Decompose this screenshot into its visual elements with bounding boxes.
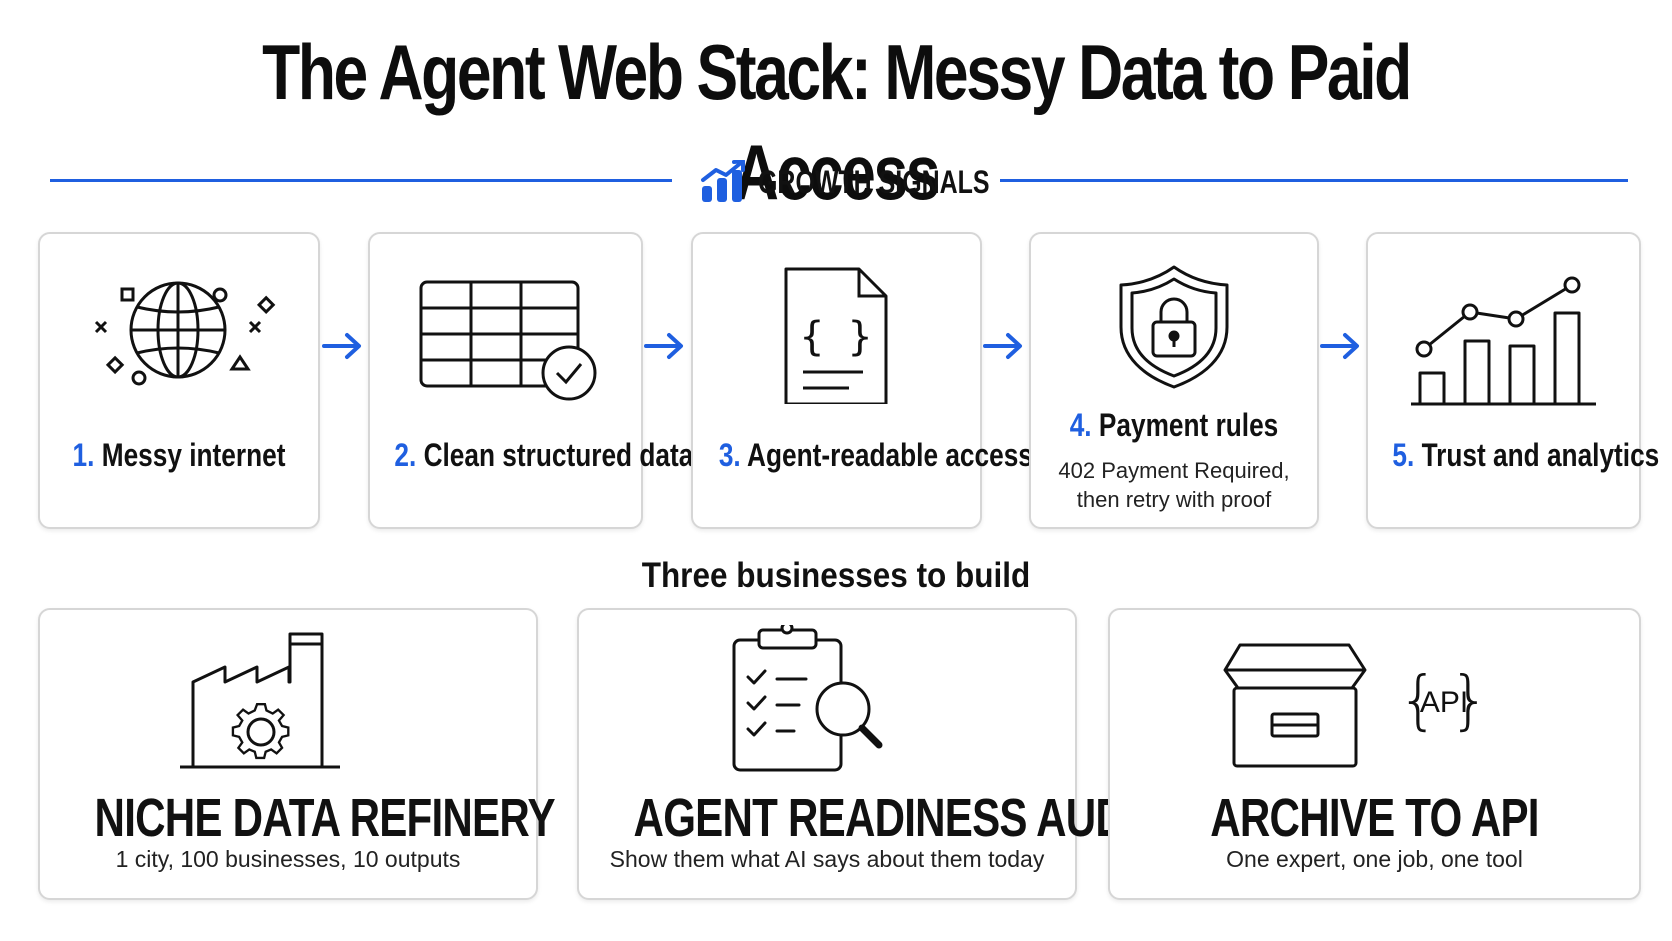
business-title-1: NICHE DATA REFINERY <box>94 788 556 848</box>
shield-lock-icon <box>1031 264 1317 389</box>
growth-signals-banner: GROWTH SIGNALS <box>700 160 1055 204</box>
step-label-2: 2. Clean structured data <box>394 437 694 473</box>
table-check-icon <box>370 274 641 404</box>
business-card-3: { } API ARCHIVE TO API One expert, one j… <box>1108 608 1641 900</box>
step-card-5: 5. Trust and analytics <box>1366 232 1660 529</box>
step-card-2: 2. Clean structured data <box>368 232 694 529</box>
business-title-3: ARCHIVE TO API <box>1210 788 1539 848</box>
step-label-3: 3. Agent-readable access <box>718 437 1033 473</box>
section-title: Three businesses to build <box>641 556 1031 595</box>
factory-gear-icon <box>40 622 536 772</box>
business-subtitle-3: One expert, one job, one tool <box>1226 846 1523 872</box>
code-document-icon: { } <box>693 264 980 404</box>
clipboard-search-icon <box>579 625 1075 775</box>
api-badge: { } API <box>1398 658 1498 746</box>
step-desc-4: 402 Payment Required, then retry with pr… <box>1058 458 1290 512</box>
page-title: The Agent Web Stack: Messy Data to Paid … <box>262 28 1412 216</box>
growth-signals-label: GROWTH SIGNALS <box>758 163 990 200</box>
globe-icon <box>40 264 318 394</box>
step-label-4: 4. Payment rules <box>1069 407 1279 443</box>
svg-text:{: { <box>1398 664 1439 738</box>
step-card-3: { } 3. Agent-readable access <box>691 232 1033 529</box>
bar-line-chart-icon <box>1368 269 1639 409</box>
arrow-right-icon <box>643 331 685 361</box>
archive-box-icon <box>1110 640 1639 770</box>
business-subtitle-2: Show them what AI says about them today <box>609 846 1045 872</box>
growth-chart-icon <box>700 160 748 204</box>
business-card-1: NICHE DATA REFINERY 1 city, 100 business… <box>38 608 556 900</box>
arrow-right-icon <box>982 331 1024 361</box>
svg-text:{ }: { } <box>800 314 872 360</box>
business-title-2: AGENT READINESS AUDIT <box>633 788 1162 848</box>
business-card-2: AGENT READINESS AUDIT Show them what AI … <box>577 608 1162 900</box>
arrow-right-icon <box>321 331 363 361</box>
api-badge-label: API <box>1419 686 1469 719</box>
step-label-5: 5. Trust and analytics <box>1392 437 1660 473</box>
business-subtitle-1: 1 city, 100 businesses, 10 outputs <box>115 846 461 872</box>
step-card-4: 4. Payment rules 402 Payment Required, t… <box>1029 232 1319 529</box>
step-card-1: 1. Messy internet <box>38 232 320 529</box>
divider-left <box>50 179 672 182</box>
svg-text:}: } <box>1449 664 1490 738</box>
arrow-right-icon <box>1319 331 1361 361</box>
step-label-1: 1. Messy internet <box>72 437 286 473</box>
divider-right <box>1000 179 1628 182</box>
